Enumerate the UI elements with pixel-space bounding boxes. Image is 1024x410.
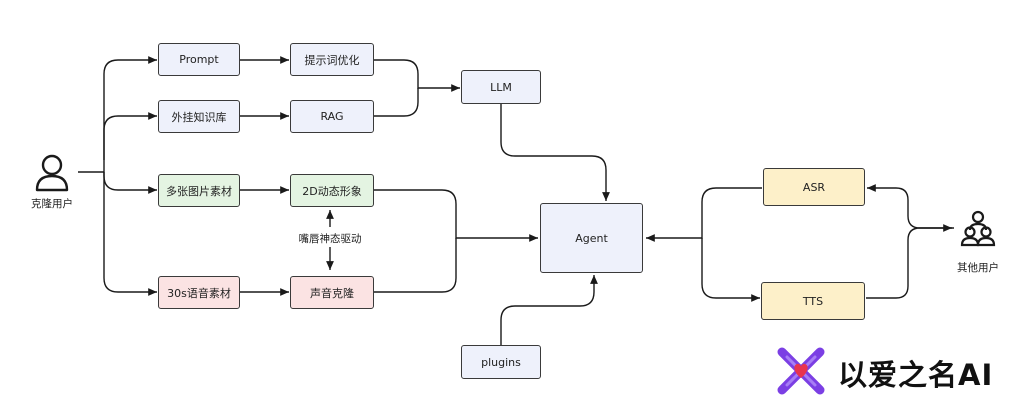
avatar-2d-label: 2D动态形象: [302, 184, 362, 198]
asr-node: ASR: [763, 168, 865, 206]
voice-clone-node: 声音克隆: [290, 276, 374, 309]
edge-llm-to-agent: [500, 104, 610, 201]
edge-tts-to-other: [866, 224, 952, 299]
plugins-node: plugins: [461, 345, 541, 379]
edge-user-to-audio: [103, 172, 157, 296]
prompt-optimization-label: 提示词优化: [304, 53, 360, 67]
prompt-label: Prompt: [179, 53, 219, 66]
rag-label: RAG: [320, 110, 344, 123]
asr-label: ASR: [802, 180, 826, 194]
audio-material-label: 30s语音素材: [167, 286, 231, 300]
knowledge-base-label: 外挂知识库: [171, 110, 227, 124]
edge-other-to-asr: [867, 184, 954, 229]
rag-node: RAG: [290, 100, 374, 133]
avatar-2d-node: 2D动态形象: [290, 174, 374, 207]
voice-clone-label: 声音克隆: [310, 286, 354, 300]
edge-rag-to-llm: [374, 88, 419, 117]
agent-node: Agent: [540, 203, 643, 273]
llm-label: LLM: [490, 80, 512, 94]
llm-node: LLM: [461, 70, 541, 104]
tts-label: TTS: [802, 294, 824, 308]
image-material-node: 多张图片素材: [158, 174, 240, 207]
knowledge-base-node: 外挂知识库: [158, 100, 240, 133]
brand-name: 以爱之名AI: [838, 358, 994, 392]
edge-plugins-to-agent: [500, 275, 598, 345]
user-icon: [35, 154, 69, 192]
edge-2d-to-agent: [374, 189, 538, 242]
lip-sync-label: 嘴唇神态驱动: [298, 233, 362, 245]
tts-node: TTS: [761, 282, 865, 320]
edge-user-to-prompt: [103, 56, 157, 172]
agent-label: Agent: [575, 231, 608, 245]
brand-logo-icon: [777, 347, 825, 395]
other-users-label: 其他用户: [957, 262, 999, 274]
audio-material-node: 30s语音素材: [158, 276, 240, 309]
group-users-icon: [960, 210, 996, 247]
clone-user-label: 克隆用户: [31, 198, 73, 210]
image-material-label: 多张图片素材: [166, 184, 232, 198]
heart-icon: [794, 363, 808, 378]
edge-voice-to-agent: [374, 238, 457, 293]
edge-agent-to-tts: [701, 238, 760, 302]
edge-opt-to-llm: [374, 59, 460, 92]
edge-user-to-images: [103, 172, 157, 194]
prompt-optimization-node: 提示词优化: [290, 43, 374, 76]
edge-asr-to-agent: [646, 187, 762, 242]
plugins-label: plugins: [481, 355, 521, 369]
edge-user-to-kb: [103, 112, 157, 160]
prompt-node: Prompt: [158, 43, 240, 76]
